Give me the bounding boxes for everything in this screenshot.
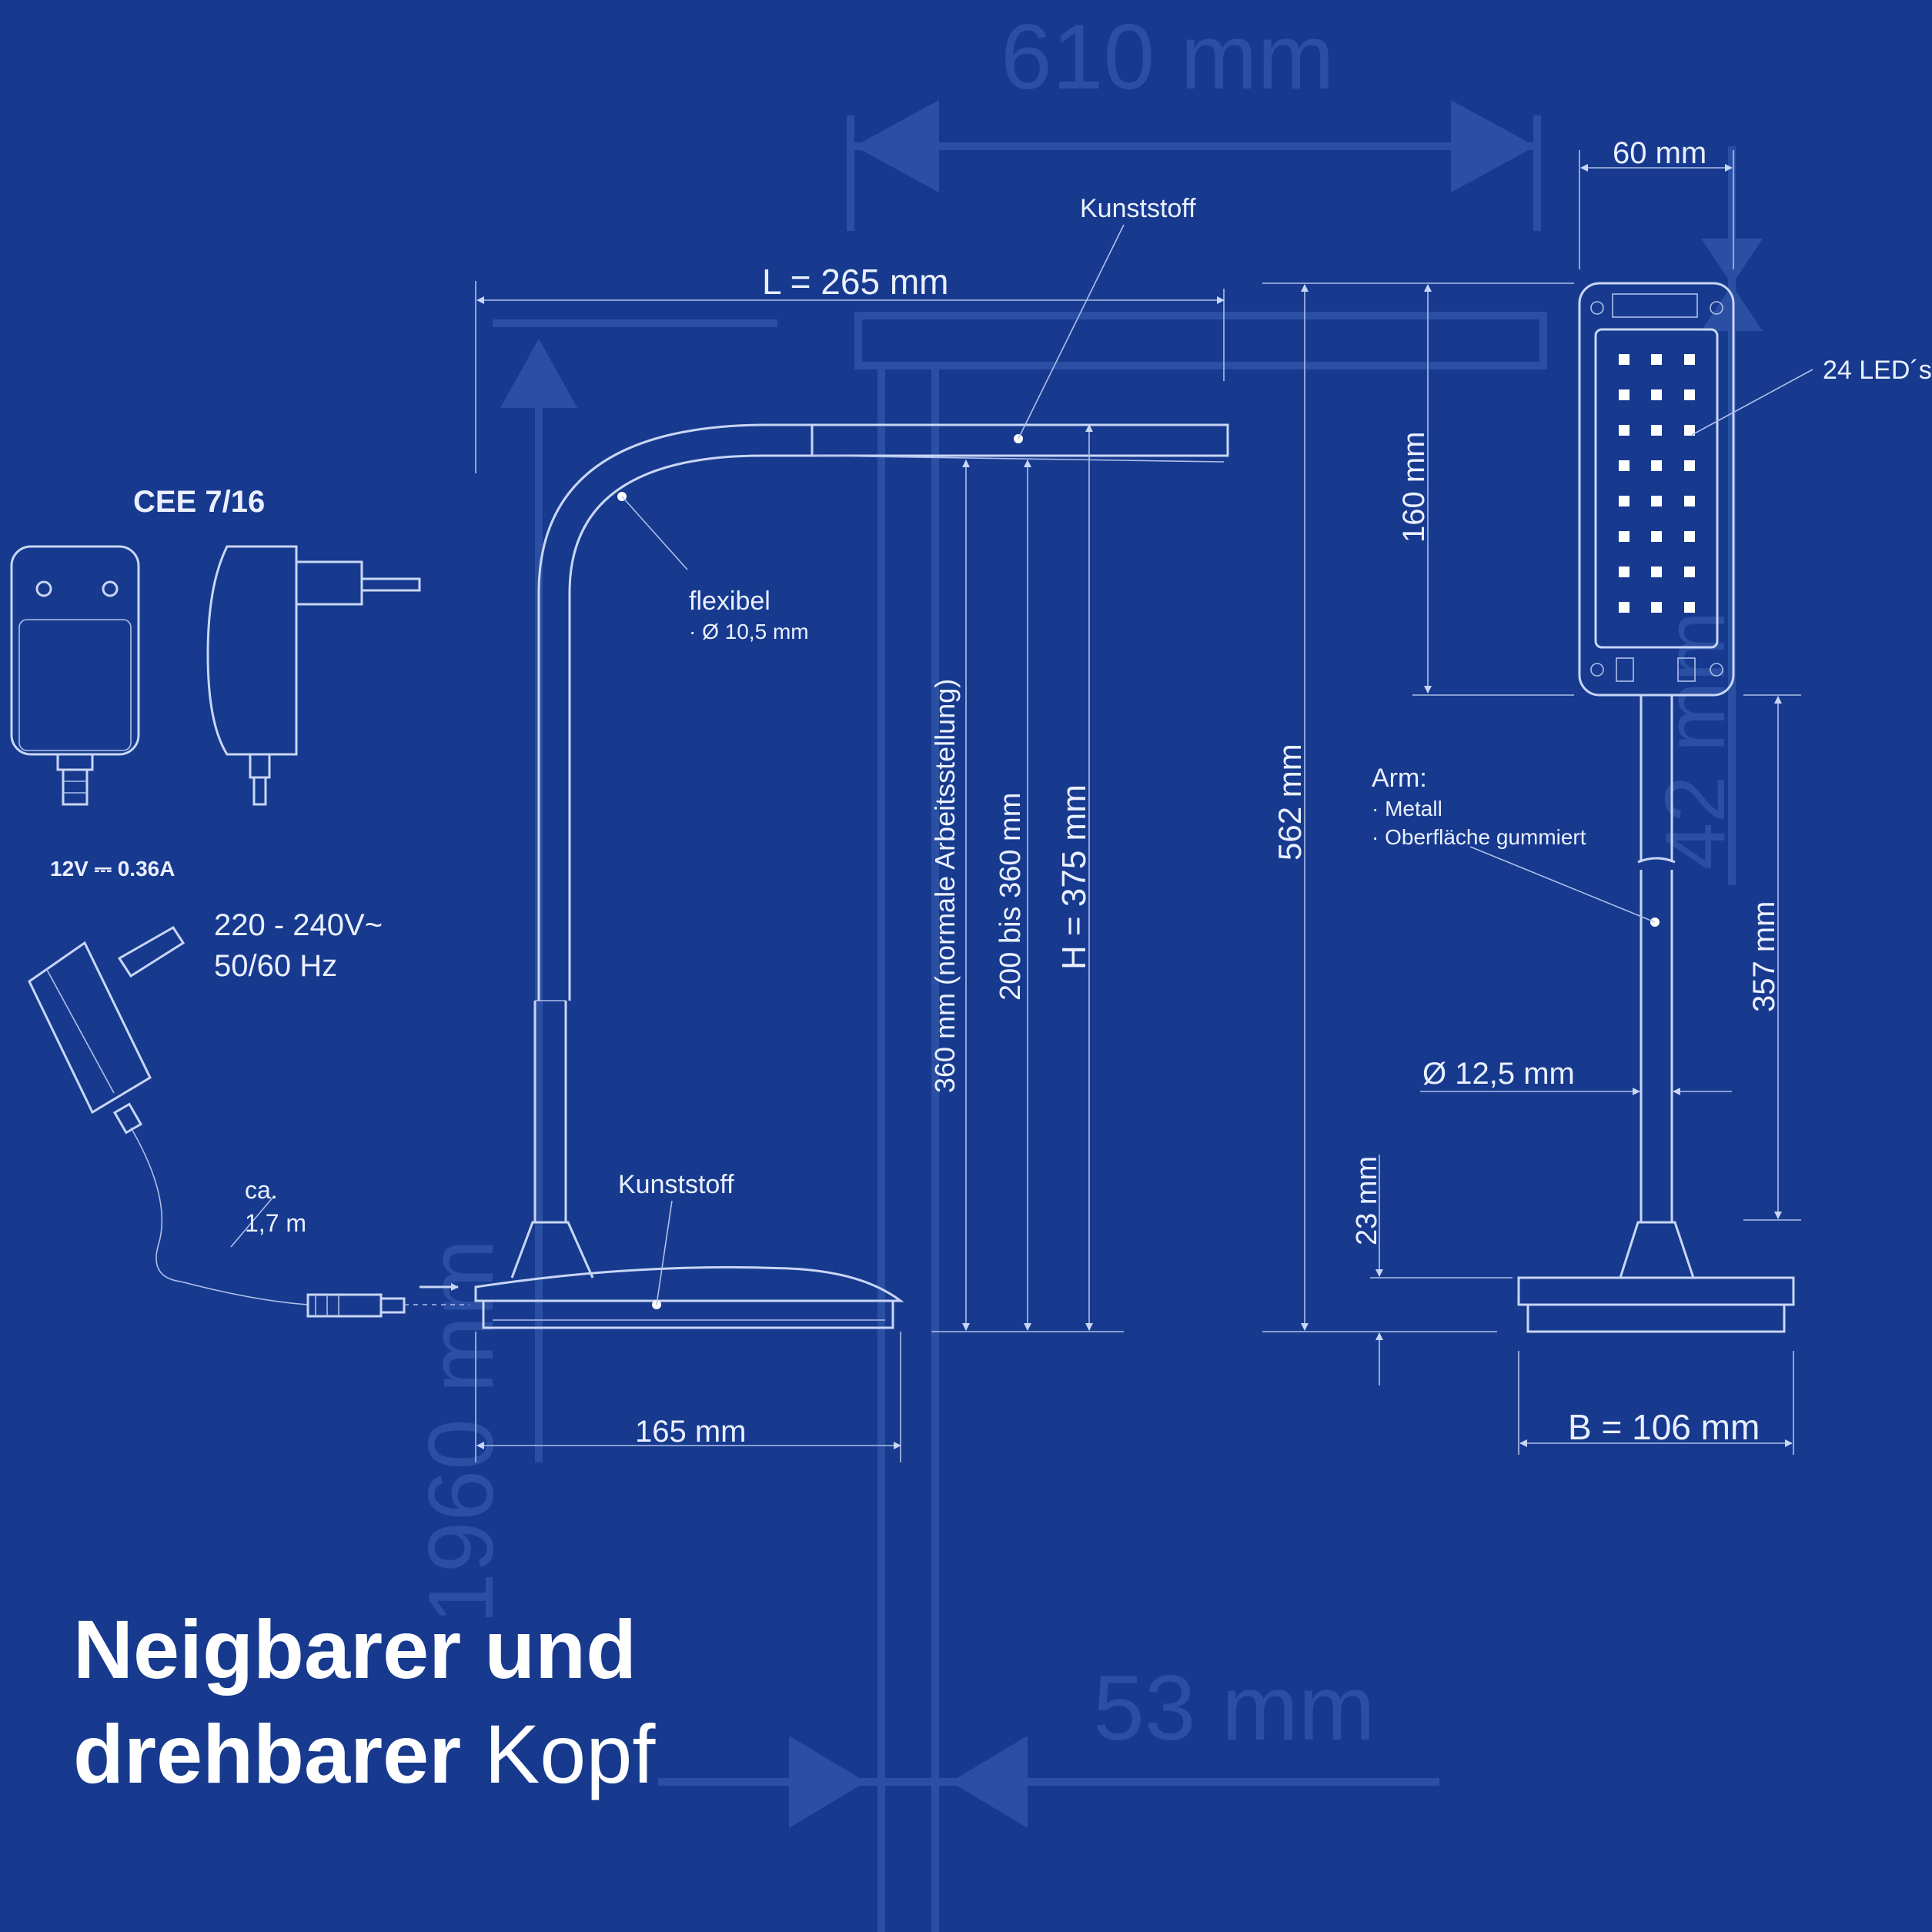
adapter-output-label: 12V ⎓ 0.36A <box>50 857 175 881</box>
plug-standard-label: CEE 7/16 <box>133 485 265 519</box>
max-height-dimension: 562 mm <box>1272 744 1308 861</box>
led <box>1684 567 1695 577</box>
arm-material-label: · Metall <box>1372 797 1442 821</box>
led <box>1651 567 1662 577</box>
neck-diameter-label: · Ø 10,5 mm <box>689 620 809 643</box>
headline-line1: Neigbarer und <box>73 1603 637 1696</box>
led <box>1619 602 1629 613</box>
led-count-label: 24 LED´s <box>1823 356 1932 385</box>
led <box>1684 496 1695 506</box>
led <box>1619 531 1629 542</box>
led <box>1619 496 1629 506</box>
bg-dim-top: 610 mm <box>1001 5 1334 109</box>
neck-flexible-label: flexibel <box>689 587 770 616</box>
arm-diameter-dimension: Ø 12,5 mm <box>1422 1057 1575 1091</box>
lamp-side-view <box>474 423 1229 1329</box>
height-range-dimension: 200 bis 360 mm <box>994 793 1027 1001</box>
led <box>1619 567 1629 577</box>
arm-height-dimension: 357 mm <box>1747 901 1781 1013</box>
head-material-label: Kunststoff <box>1080 194 1196 223</box>
head-width-dimension: 60 mm <box>1613 136 1706 170</box>
arm-title-label: Arm: <box>1372 764 1427 793</box>
led <box>1684 354 1695 365</box>
length-dimension: L = 265 mm <box>762 262 948 302</box>
led <box>1684 389 1695 400</box>
working-height-dimension: 360 mm (normale Arbeitsstellung) <box>929 679 961 1093</box>
base-height-dimension: 23 mm <box>1351 1156 1383 1245</box>
cable-ca-label: ca. <box>245 1176 278 1204</box>
head-height-dimension: 160 mm <box>1397 432 1431 543</box>
led <box>1619 460 1629 471</box>
base-width-dimension: 165 mm <box>635 1415 747 1449</box>
led <box>1651 354 1662 365</box>
led <box>1651 602 1662 613</box>
total-height-dimension: H = 375 mm <box>1055 784 1093 970</box>
adapter-with-cable <box>28 925 470 1318</box>
headline-line2-regular: Kopf <box>484 1707 656 1800</box>
adapter-front <box>10 545 140 806</box>
led <box>1651 389 1662 400</box>
cable-length-label: 1,7 m <box>245 1209 306 1237</box>
led <box>1684 531 1695 542</box>
base-material-label: Kunststoff <box>618 1170 734 1199</box>
led <box>1619 389 1629 400</box>
adapter-frequency-label: 50/60 Hz <box>214 949 337 983</box>
adapter-voltage-label: 220 - 240V~ <box>214 908 383 942</box>
base-width-front-dimension: B = 106 mm <box>1568 1407 1760 1447</box>
led <box>1651 460 1662 471</box>
headline-line2-bold: drehbarer <box>73 1707 462 1800</box>
bg-dim-right: 42 mm <box>1648 611 1743 870</box>
adapter-side <box>206 545 421 806</box>
bg-dim-left: 1960 mm <box>409 1239 513 1624</box>
led <box>1684 460 1695 471</box>
headline: Neigbarer und drehbarer Kopf <box>73 1597 655 1807</box>
led <box>1619 354 1629 365</box>
led <box>1651 496 1662 506</box>
led <box>1651 425 1662 436</box>
led <box>1684 602 1695 613</box>
led <box>1684 425 1695 436</box>
bg-dim-bottom: 53 mm <box>1093 1656 1375 1760</box>
background-blueprint: 610 mm 1960 mm 53 mm 42 mm <box>409 5 1763 1932</box>
led <box>1651 531 1662 542</box>
led <box>1619 425 1629 436</box>
arm-surface-label: · Oberfläche gummiert <box>1372 825 1586 849</box>
lamp-front-view <box>1517 282 1795 1333</box>
led-grid <box>1619 354 1695 613</box>
